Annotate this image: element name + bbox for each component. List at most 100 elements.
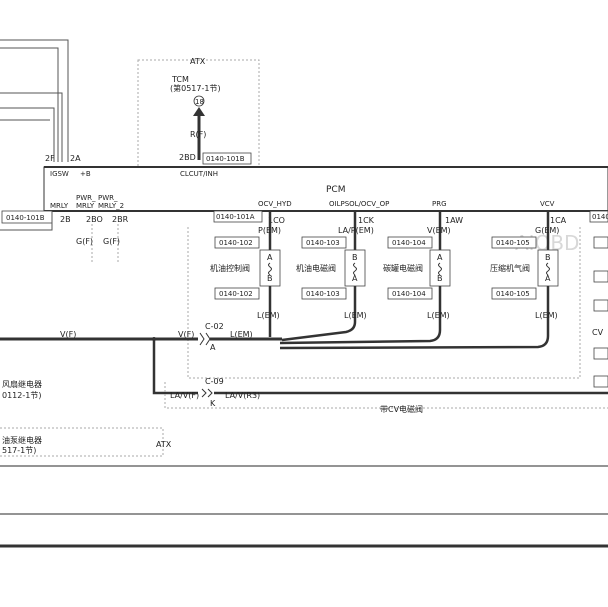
pin-pwr-mrly2-b: MRLY_2: [98, 202, 124, 210]
connector-c02-icon: [199, 332, 211, 346]
fan-relay-ref: 0112-1节): [2, 391, 41, 400]
svg-text:0140-104: 0140-104: [392, 290, 426, 298]
svg-text:0140-104: 0140-104: [392, 239, 426, 247]
svg-text:A: A: [352, 274, 358, 283]
tcm-ref: (第0517-1节): [170, 83, 221, 93]
svg-text:机油控制阀: 机油控制阀: [210, 263, 250, 273]
pin-1ca: 1CA: [550, 216, 567, 225]
c09-pin: K: [210, 399, 216, 408]
cv-region: [164, 382, 608, 409]
wire-gf2: G(F): [103, 237, 120, 246]
svg-text:0140-103: 0140-103: [306, 290, 340, 298]
conn-tcm: 0140-101B: [206, 155, 245, 163]
pin-2bo: 2BO: [86, 215, 103, 224]
atx-bottom: ATX: [156, 440, 172, 449]
pcm-label: PCM: [326, 185, 345, 195]
svg-text:压缩机气阀: 压缩机气阀: [490, 263, 530, 273]
pin-2b: 2B: [60, 215, 71, 224]
svg-text:L(EM): L(EM): [344, 311, 367, 320]
wire-lavr3-label: LA/V(R3): [225, 391, 260, 400]
svg-text:P(EM): P(EM): [258, 226, 281, 235]
pump-relay-ref: 517-1节): [2, 446, 36, 455]
coil-icon: [438, 262, 442, 276]
svg-text:B: B: [352, 253, 358, 262]
wire-lavf: LA/V(F): [170, 391, 199, 400]
wire-lem-bus-label: L(EM): [230, 330, 253, 339]
svg-text:A: A: [545, 274, 551, 283]
svg-text:0140-102: 0140-102: [219, 239, 253, 247]
wire-gf1: G(F): [76, 237, 93, 246]
svg-text:A: A: [267, 253, 273, 262]
pin-igsw: IGSW: [50, 170, 69, 178]
pump-relay-region: [0, 427, 164, 457]
svg-text:机油电磁阀: 机油电磁阀: [296, 263, 336, 273]
wire-vf-mid: V(F): [178, 330, 194, 339]
pin-mrly: MRLY: [50, 202, 69, 210]
svg-text:0140-103: 0140-103: [306, 239, 340, 247]
tcm-pin-circle: [193, 95, 205, 107]
pin-2a: 2A: [70, 154, 81, 163]
svg-text:LA/P(EM): LA/P(EM): [338, 226, 374, 235]
solenoid-2: LA/P(EM) 0140-103 B A 机油电磁阀 0140-103 L(E…: [281, 211, 374, 342]
connector-c09-icon: [201, 388, 213, 398]
pin-1co: 1CO: [268, 216, 285, 225]
svg-text:0140-102: 0140-102: [219, 290, 253, 298]
svg-text:B: B: [437, 274, 443, 283]
pin-pwr-mrly-b: MRLY: [76, 202, 95, 210]
pin-plusb: +B: [80, 170, 91, 178]
pin-1ck: 1CK: [358, 216, 375, 225]
svg-text:L(EM): L(EM): [535, 311, 558, 320]
c02-pin: A: [210, 343, 216, 352]
tcm-wire-color: R(F): [190, 130, 206, 139]
wire-vf-left: V(F): [60, 330, 76, 339]
pin-2f: 2F: [45, 154, 55, 163]
svg-text:G(EM): G(EM): [535, 226, 559, 235]
svg-text:碳罐电磁阀: 碳罐电磁阀: [383, 263, 423, 273]
fan-relay: 风扇继电器: [2, 379, 42, 389]
solenoid-3: V(EM) 0140-104 A B 碳罐电磁阀 0140-104 L(EM): [279, 211, 451, 345]
svg-text:A: A: [437, 253, 443, 262]
solenoid-4: G(EM) 0140-105 B A 压缩机气阀 0140-105 L(EM): [279, 211, 559, 350]
coil-icon: [268, 262, 272, 276]
pin-pwr-mrly2: PWR_: [98, 194, 118, 202]
cv-partial: CV: [592, 328, 604, 337]
svg-text:L(EM): L(EM): [257, 311, 280, 320]
bottom-harness: [0, 465, 608, 548]
left-wire: [0, 211, 53, 231]
conn-right: 0140: [592, 213, 608, 221]
conn-101a: 0140-101A: [216, 213, 255, 221]
svg-text:L(EM): L(EM): [427, 311, 450, 320]
tcm-label: TCM: [171, 75, 189, 84]
pump-relay: 油泵继电器: [2, 435, 42, 445]
coil-icon: [353, 262, 357, 276]
c02-label: C-02: [205, 322, 224, 331]
pin-1aw: 1AW: [445, 216, 463, 225]
upper-left-harness: [0, 39, 69, 162]
c09-label: C-09: [205, 377, 224, 386]
tcm-pin: 18: [195, 98, 204, 106]
pin-prg: PRG: [432, 200, 447, 208]
svg-text:B: B: [545, 253, 551, 262]
conn-right-box: [589, 210, 608, 223]
svg-text:B: B: [267, 274, 273, 283]
right-edge-connectors: [593, 236, 608, 388]
pin-ocv-hyd: OCV_HYD: [258, 200, 292, 208]
svg-text:0140-105: 0140-105: [496, 290, 530, 298]
svg-text:V(EM): V(EM): [427, 226, 451, 235]
pin-pwr-mrly: PWR_: [76, 194, 96, 202]
solenoid-1: P(EM) 0140-102 A B 机油控制阀 0140-102 L(EM): [210, 211, 281, 337]
pin-vcv: VCV: [540, 200, 555, 208]
atx-label: ATX: [190, 57, 206, 66]
conn-101a-box: [213, 210, 263, 223]
pin-clcut: CLCUT/INH: [180, 170, 218, 178]
pin-2br: 2BR: [112, 215, 129, 224]
coil-icon: [546, 262, 550, 276]
cv-note: 带CV电磁阀: [380, 404, 423, 414]
conn-tcm-box: [202, 152, 252, 165]
conn-left: 0140-101B: [6, 214, 45, 222]
pin-2bd: 2BD: [179, 153, 196, 162]
pin-oilpsol: OILPSOL/OCV_OP: [329, 200, 389, 208]
branch-lavf: [152, 339, 198, 395]
tcm-arrow-icon: [193, 107, 205, 116]
